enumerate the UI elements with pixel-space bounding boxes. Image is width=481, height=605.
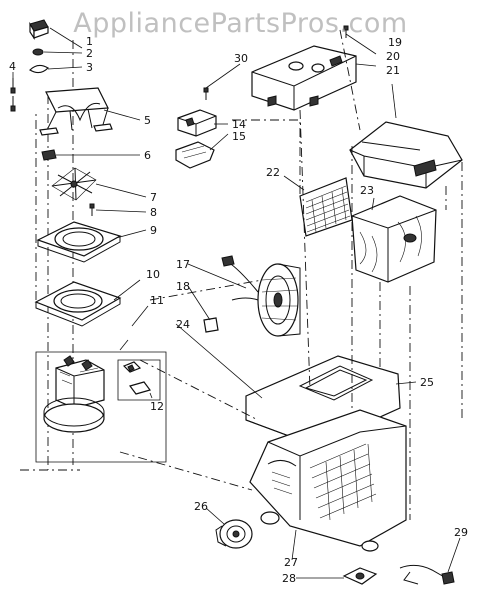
callout-4: 4: [9, 60, 16, 73]
callout-17: 17: [176, 258, 190, 271]
part-19-20-top-cover: [251, 45, 357, 111]
callout-28: 28: [282, 572, 296, 585]
callout-5: 5: [144, 114, 151, 127]
callout-12: 12: [150, 400, 164, 413]
part-12-brushes: [117, 359, 161, 401]
callout-9: 9: [150, 224, 157, 237]
leader-lines-left: [12, 27, 153, 399]
callout-7: 7: [150, 191, 157, 204]
part-6-nut: [41, 149, 57, 161]
part-9-fan-housing: [36, 221, 122, 263]
part-24-base-body: [249, 409, 407, 552]
screw-top-right: [343, 25, 349, 38]
part-5-motor-bracket: [39, 87, 113, 136]
part-15-latch-bottom: [175, 141, 215, 169]
part-1-switch-knob: [29, 19, 49, 40]
part-10-gasket: [34, 281, 122, 327]
callout-6: 6: [144, 149, 151, 162]
part-17-cord-reel: [221, 255, 301, 337]
part-22-filter-grille: [299, 177, 353, 237]
callout-25: 25: [420, 376, 434, 389]
part-3-clip: [29, 64, 49, 74]
callout-15: 15: [232, 130, 246, 143]
callout-2: 2: [86, 47, 93, 60]
part-26-wheel: [215, 519, 253, 549]
callout-14: 14: [232, 118, 246, 131]
part-23-dust-bag: [351, 195, 437, 283]
dash-centerline-right: [20, 29, 463, 520]
part-29-cord-hook: [399, 564, 455, 585]
callout-21: 21: [386, 64, 400, 77]
callout-3: 3: [86, 61, 93, 74]
leader-lines-right: [175, 33, 461, 579]
callout-24: 24: [176, 318, 190, 331]
callout-23: 23: [360, 184, 374, 197]
part-14-latch-top: [177, 109, 217, 137]
motor-unit: [43, 355, 105, 433]
callout-30: 30: [234, 52, 248, 65]
part-2-washer: [32, 48, 44, 56]
callout-29: 29: [454, 526, 468, 539]
callout-26: 26: [194, 500, 208, 513]
part-30-screw: [203, 87, 209, 100]
callout-11: 11: [150, 294, 164, 307]
part-4-screws: [10, 78, 16, 112]
callout-18: 18: [176, 280, 190, 293]
callout-8: 8: [150, 206, 157, 219]
callout-20: 20: [386, 50, 400, 63]
callout-19: 19: [388, 36, 402, 49]
callout-labels: 1 2 3 4 5 6 7 8 9 10 11 12 14 15 17 18 1…: [9, 35, 468, 585]
callout-1: 1: [86, 35, 93, 48]
part-18-cord-clip: [203, 317, 219, 333]
callout-10: 10: [146, 268, 160, 281]
part-28-caster: [342, 567, 378, 585]
callout-22: 22: [266, 166, 280, 179]
callout-27: 27: [284, 556, 298, 569]
part-8-screw: [89, 203, 95, 216]
motor-group-box: [35, 339, 167, 463]
part-21-bag-door: [349, 121, 463, 189]
part-7-fan: [51, 167, 97, 201]
